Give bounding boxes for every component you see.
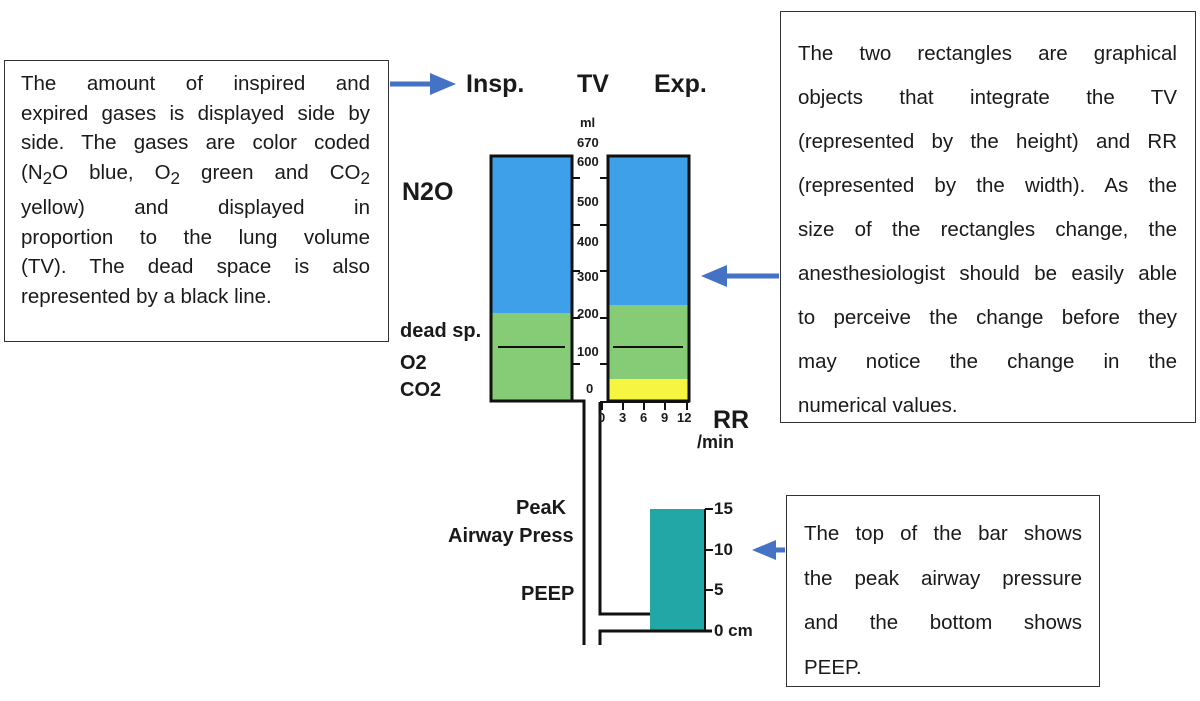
left-note-line-gases: (N2O blue, O2 green and CO2 [21, 158, 370, 194]
right-note-line: (represented by the width). As the [798, 174, 1177, 197]
peep-label: PEEP [521, 583, 575, 605]
tv-tick: 0 [586, 381, 594, 396]
left-note-line: proportion to the lung volume [21, 225, 370, 249]
tv-scale-ticks [572, 177, 608, 365]
arrow-to-header [390, 73, 456, 95]
peak-label-line2: Airway Press [448, 525, 574, 547]
tv-tick: 500 [577, 194, 599, 209]
left-note-line: represented by a black line. [21, 284, 272, 308]
exp-header: Exp. [654, 70, 707, 98]
right-note-box: The two rectangles are graphical objects… [780, 11, 1196, 423]
insp-header: Insp. [466, 70, 525, 98]
tv-unit: ml [580, 115, 596, 130]
pressure-tick: 0 cm [714, 621, 753, 640]
tv-tick: 100 [577, 344, 599, 359]
subscript: 2 [360, 168, 370, 188]
subscript: 2 [42, 168, 53, 188]
right-note-line: may notice the change in the [798, 350, 1177, 373]
arrow-to-pressure-bar [752, 540, 785, 560]
n2o-label: N2O [402, 178, 454, 206]
co2-label: CO2 [400, 379, 442, 401]
left-note-box: The amount of inspired and expired gases… [4, 60, 389, 342]
left-note-line: expired gases is displayed side by [21, 101, 370, 125]
rr-tick: 3 [619, 410, 627, 425]
rr-label: RR [713, 406, 750, 434]
note-text: O blue, O [52, 160, 171, 184]
right-note-line: The two rectangles are graphical [798, 42, 1177, 65]
tv-tick: 200 [577, 306, 599, 321]
tv-tick: 400 [577, 234, 599, 249]
arrow-to-rectangles [701, 265, 779, 287]
rr-tick: 9 [661, 410, 669, 425]
left-note-line: side. The gases are color coded [21, 131, 370, 154]
subscript: 2 [170, 168, 181, 188]
left-note-line: The amount of inspired and [21, 72, 370, 95]
bottom-note-line: the peak airway pressure [804, 566, 1082, 590]
note-text: (N [21, 160, 43, 184]
rr-tick: 6 [640, 410, 648, 425]
bottom-note-line: and the bottom shows [804, 611, 1082, 634]
bottom-note-line: PEEP. [804, 655, 862, 679]
bottom-note-box: The top of the bar shows the peak airway… [786, 495, 1100, 687]
pressure-tick: 15 [714, 499, 733, 518]
pressure-bar [650, 508, 713, 633]
right-note-line: (represented by the height) and RR [798, 130, 1177, 153]
rr-tick: 0 [598, 410, 606, 425]
bottom-note-line: The top of the bar shows [804, 522, 1082, 545]
right-note-line: size of the rectangles change, the [798, 218, 1177, 241]
dead-space-label: dead sp. [400, 320, 482, 342]
right-note-line: to perceive the change before they [798, 306, 1177, 329]
left-note-line: (TV). The dead space is also [21, 255, 370, 279]
rr-tick: 12 [677, 410, 692, 425]
o2-label: O2 [400, 352, 427, 374]
rr-unit: /min [697, 432, 735, 452]
pressure-tick: 5 [714, 580, 724, 599]
rr-axis [600, 401, 689, 410]
peak-label-line1: PeaK [516, 497, 567, 519]
tv-max: 670 [577, 135, 599, 150]
tv-tick: 300 [577, 269, 599, 284]
expired-rectangle [606, 154, 691, 403]
inspired-rectangle [489, 154, 574, 403]
tv-tick: 600 [577, 154, 599, 169]
tube-lines [491, 399, 650, 645]
right-note-line: numerical values. [798, 394, 958, 417]
left-note-line: yellow) and displayed in [21, 196, 370, 220]
right-note-line: anesthesiologist should be easily able [798, 262, 1177, 285]
tv-header: TV [577, 70, 609, 98]
note-text: green and CO [180, 160, 361, 184]
pressure-tick: 10 [714, 540, 733, 559]
right-note-line: objects that integrate the TV [798, 86, 1177, 109]
